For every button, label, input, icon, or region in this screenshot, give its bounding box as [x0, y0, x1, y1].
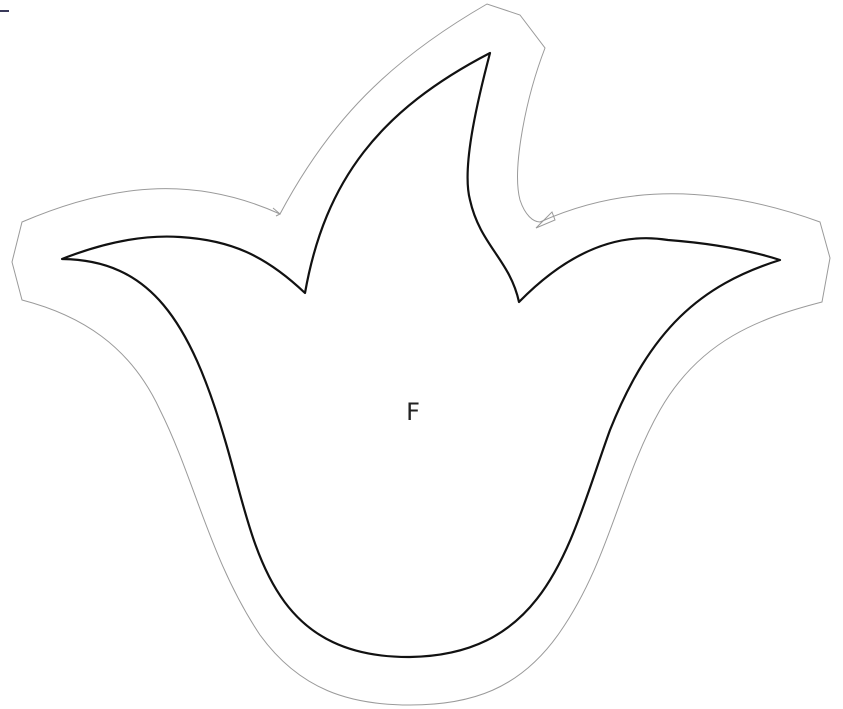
- notch-mark-right: [535, 211, 556, 229]
- notch-mark-left: [272, 207, 281, 217]
- piece-label: F: [406, 398, 420, 426]
- seam-allowance-outline: [11, 3, 831, 706]
- cut-line-outline: [60, 51, 782, 659]
